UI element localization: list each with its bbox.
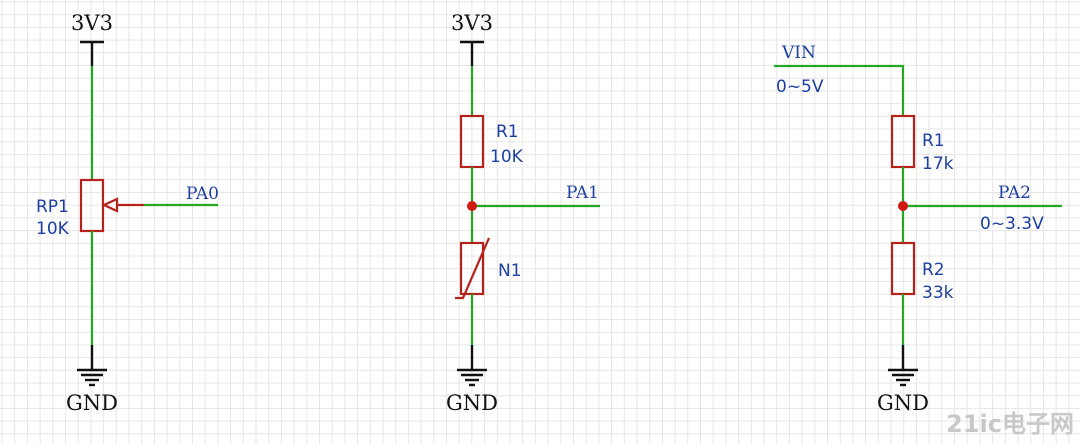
power-label-3v3: 3V3 <box>71 11 113 35</box>
component-value-r1: 10K <box>490 147 524 167</box>
circuit-potentiometer: 3V3 PA0 RP1 10K GND <box>36 11 219 415</box>
circuit-voltage-divider: VIN 0~5V R1 17k PA2 0~3.3V R2 33k GND <box>774 43 1062 415</box>
net-label-pa2: PA2 <box>998 183 1031 203</box>
ground-label-gnd: GND <box>877 391 929 415</box>
ground-symbol <box>888 368 918 387</box>
component-value-rp1: 10K <box>36 219 70 239</box>
thermistor-n1-slash <box>455 237 491 300</box>
ground-symbol <box>457 368 487 387</box>
component-value-r2: 33k <box>922 283 954 303</box>
component-ref-n1: N1 <box>498 261 522 281</box>
input-range-label: 0~5V <box>776 77 824 97</box>
junction-dot <box>898 201 908 211</box>
ground-label-gnd: GND <box>66 391 118 415</box>
component-value-r1: 17k <box>922 154 954 174</box>
component-ref-r1: R1 <box>496 122 519 142</box>
circuit-thermistor-divider: 3V3 R1 10K PA1 N1 GND <box>446 11 600 415</box>
output-range-label: 0~3.3V <box>980 214 1044 234</box>
ground-symbol <box>77 368 107 387</box>
component-ref-rp1: RP1 <box>36 197 69 217</box>
wire-vin-to-r1 <box>774 64 905 116</box>
component-ref-r1: R1 <box>922 131 945 151</box>
net-label-pa0: PA0 <box>186 184 219 204</box>
watermark-21ic-logo: 21ic电子网 <box>946 410 1074 438</box>
component-ref-r2: R2 <box>922 260 945 280</box>
net-label-vin: VIN <box>781 43 816 63</box>
junction-dot <box>467 201 477 211</box>
ground-label-gnd: GND <box>446 391 498 415</box>
net-label-pa1: PA1 <box>566 183 599 203</box>
power-label-3v3: 3V3 <box>451 11 493 35</box>
